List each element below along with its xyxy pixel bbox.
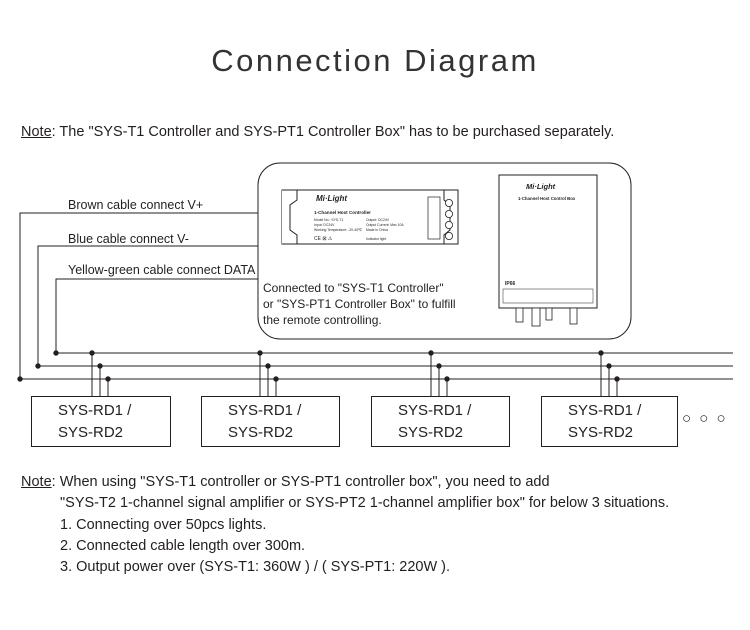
junction-dot [97,363,103,369]
bus-corner-dot [35,363,41,369]
control-box-rating: IP66 [505,281,516,287]
label-yellow-green-cable: Yellow-green cable connect DATA [68,263,256,277]
controller-spec-4: Output: DC24V [366,218,390,222]
receiver-2-line-1: SYS-RD1 / [228,402,302,419]
bus-corner-dot [53,350,59,356]
junction-dot [614,376,620,382]
receiver-box-2: SYS-RD1 / SYS-RD2 [201,396,340,447]
note-top-text: : The "SYS-T1 Controller and SYS-PT1 Con… [51,124,615,140]
receiver-drops [17,350,620,396]
receiver-3-line-2: SYS-RD2 [398,424,464,441]
controller-indicator: Indicator light [366,237,386,241]
receiver-box-3: SYS-RD1 / SYS-RD2 [371,396,510,447]
note-bottom-item-3: 3. Output power over (SYS-T1: 360W ) / (… [60,559,451,576]
junction-dot [598,350,604,356]
receiver-1-line-1: SYS-RD1 / [58,402,132,419]
junction-dot [444,376,450,382]
note-bottom: Note: When using "SYS-T1 controller or S… [21,472,669,578]
bus-corner-dot [17,376,23,382]
controller-name: 1-Channel Host Controller [314,210,371,215]
controller-spec-6: Made in China [366,228,388,232]
sys-pt1-control-box [498,174,598,327]
junction-dot [273,376,279,382]
control-box-name: 1-Channel Host Control Box [518,196,576,201]
receiver-4-line-2: SYS-RD2 [568,424,634,441]
controller-brand: Mi·Light [316,194,347,203]
controller-spec-3: Working Temperature: -20-40℃ [314,228,362,232]
note-bottom-item-1: 1. Connecting over 50pcs lights. [60,516,267,533]
receiver-3-line-1: SYS-RD1 / [398,402,472,419]
junction-dot [89,350,95,356]
note-bottom-line-2: "SYS-T2 1-channel signal amplifier or SY… [60,495,670,512]
receiver-2-line-2: SYS-RD2 [228,424,294,441]
note-bottom-item-2: 2. Connected cable length over 300m. [60,537,306,554]
note-top-prefix: Note [21,124,52,140]
controller-marks: CE ⊠ ⚠ [314,236,333,242]
controller-spec-1: Model No.: SYS-T1 [314,218,343,222]
controller-panel-text: Connected to "SYS-T1 Controller" or "SYS… [263,280,456,328]
note-top: Note: The "SYS-T1 Controller and SYS-PT1… [21,124,614,140]
label-brown-cable: Brown cable connect V+ [68,198,204,212]
junction-dot [428,350,434,356]
sys-t1-controller [281,189,459,245]
junction-dot [265,363,271,369]
panel-text-line-1: Connected to "SYS-T1 Controller" [263,281,444,295]
note-bottom-line-1: : When using "SYS-T1 controller or SYS-P… [51,474,550,490]
junction-dot [436,363,442,369]
note-bottom-prefix: Note [21,474,52,490]
panel-text-line-2: or "SYS-PT1 Controller Box" to fulfill [263,297,456,311]
continuation-dots: ○ ○ ○ [682,410,728,427]
controller-spec-2: Input: DC24V [314,223,335,227]
junction-dot [105,376,111,382]
receiver-box-4: SYS-RD1 / SYS-RD2 [541,396,678,447]
controller-spec-5: Output Current: Max 10A [366,223,404,227]
receiver-box-1: SYS-RD1 / SYS-RD2 [31,396,171,447]
control-box-brand: Mi·Light [526,182,556,191]
page-title: Connection Diagram [211,43,539,78]
junction-dot [257,350,263,356]
junction-dot [606,363,612,369]
receiver-1-line-2: SYS-RD2 [58,424,124,441]
label-blue-cable: Blue cable connect V- [68,232,189,246]
bus-lines [19,212,733,380]
panel-text-line-3: the remote controlling. [263,313,382,327]
receiver-4-line-1: SYS-RD1 / [568,402,642,419]
